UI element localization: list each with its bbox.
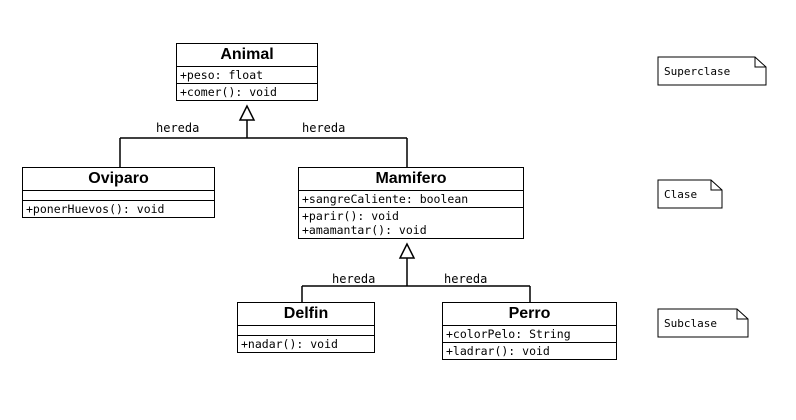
class-name: Mamifero — [299, 168, 523, 191]
note-shapes — [657, 56, 767, 338]
attribute: +sangreCaliente: boolean — [302, 192, 469, 206]
method: +ladrar(): void — [446, 344, 550, 358]
relation-label-oviparo: hereda — [156, 121, 200, 135]
methods-section: +parir(): void +amamantar(): void — [299, 208, 523, 238]
class-name: Perro — [443, 303, 616, 326]
attributes-section: +sangreCaliente: boolean — [299, 191, 523, 208]
inheritance-arrow-mamifero — [398, 242, 416, 259]
inheritance-arrow-animal — [238, 104, 256, 121]
method: +ponerHuevos(): void — [26, 202, 165, 216]
method: +parir(): void — [302, 209, 399, 223]
note-text: Superclase — [664, 65, 731, 78]
method: +comer(): void — [180, 85, 277, 99]
class-mamifero[interactable]: Mamifero +sangreCaliente: boolean +parir… — [298, 167, 524, 239]
methods-section: +ponerHuevos(): void — [23, 201, 214, 217]
relation-label-delfin: hereda — [332, 272, 376, 286]
class-name: Animal — [177, 44, 317, 67]
attributes-section — [23, 191, 214, 201]
class-name: Oviparo — [23, 168, 214, 191]
attribute: +colorPelo: String — [446, 327, 571, 341]
attributes-section: +peso: float — [177, 67, 317, 84]
note-shape-clase — [657, 179, 723, 209]
note-text: Clase — [664, 188, 698, 201]
methods-section: +ladrar(): void — [443, 343, 616, 359]
attributes-section — [238, 326, 374, 336]
class-perro[interactable]: Perro +colorPelo: String +ladrar(): void — [442, 302, 617, 360]
attributes-section: +colorPelo: String — [443, 326, 616, 343]
class-name: Delfin — [238, 303, 374, 326]
class-oviparo[interactable]: Oviparo +ponerHuevos(): void — [22, 167, 215, 218]
attribute: +peso: float — [180, 68, 264, 82]
note-text: Subclase — [664, 317, 717, 330]
relation-label-perro: hereda — [444, 272, 488, 286]
note-shape-superclase — [657, 56, 767, 86]
note-shape-subclase — [657, 308, 749, 338]
class-delfin[interactable]: Delfin +nadar(): void — [237, 302, 375, 353]
class-animal[interactable]: Animal +peso: float +comer(): void — [176, 43, 318, 101]
relation-label-mamifero: hereda — [302, 121, 346, 135]
method: +nadar(): void — [241, 337, 338, 351]
methods-section: +nadar(): void — [238, 336, 374, 352]
method: +amamantar(): void — [302, 223, 427, 237]
methods-section: +comer(): void — [177, 84, 317, 100]
